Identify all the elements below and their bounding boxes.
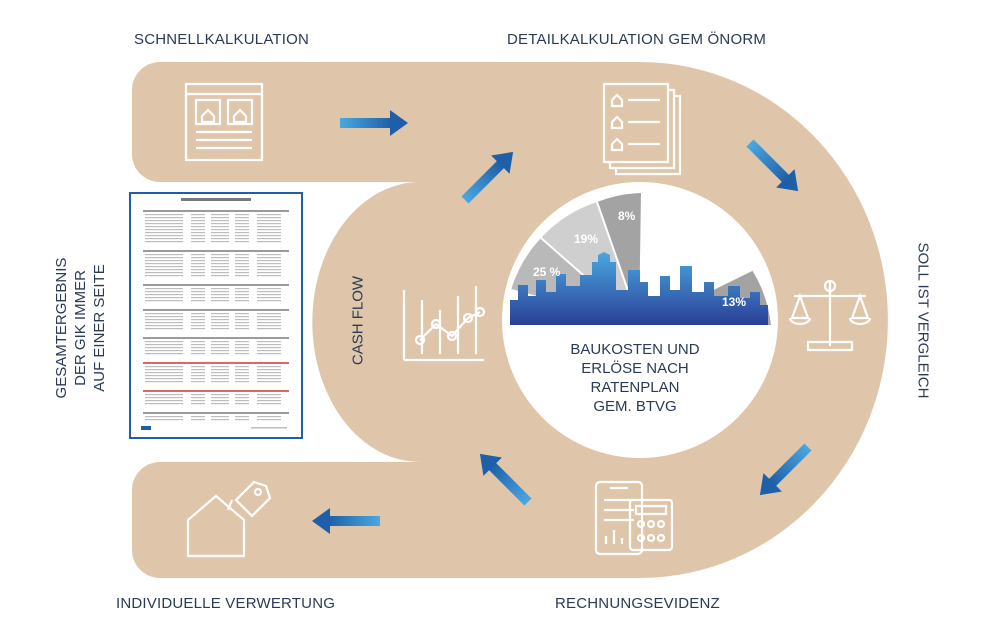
pie-label-25: 25 % [533,265,561,279]
pie-label-35: 35% [682,229,706,243]
arrow-left-bottom [312,508,380,534]
label-detailkalkulation: DETAILKALKULATION GEM ÖNORM [507,31,767,48]
arrow-diag-up-left [479,453,532,506]
invoice-calculator-icon [594,480,674,556]
city-skyline [510,252,768,325]
house-price-tag-icon [186,480,272,558]
calculator-window-icon [184,82,264,162]
arrow-right-top [340,110,408,136]
label-cash-flow: CASH FLOW [349,275,367,366]
balance-scale-icon [788,279,872,352]
gesamt-line-1: GESAMTERGEBNIS [53,257,70,399]
pie-label-19: 19% [574,232,598,246]
gesamt-line-3: AUF EINER SEITE [91,264,108,392]
label-soll-ist: SOLL IST VERGLEICH [914,242,932,399]
cash-flow-chart-icon [402,286,486,362]
checklist-document-icon [602,82,682,176]
arrow-diag-down-right [746,139,799,192]
pie-label-8: 8% [618,209,636,223]
summary-document-thumbnail [129,192,303,439]
gesamt-line-2: DER GIK IMMER [72,270,89,386]
label-gesamtergebnis: GESAMTERGEBNIS DER GIK IMMER AUF EINER S… [52,238,112,418]
center-line-4: GEM. BTVG [593,398,677,415]
pie-label-13: 13% [722,295,746,309]
label-verwertung: INDIVIDUELLE VERWERTUNG [116,595,336,612]
label-rechnungsevidenz: RECHNUNGSEVIDENZ [555,595,720,612]
center-line-2: ERLÖSE NACH [581,360,689,377]
label-schnellkalkulation: SCHNELLKALKULATION [134,31,310,48]
center-caption: BAUKOSTEN UND ERLÖSE NACH RATENPLAN GEM.… [555,340,715,416]
arrow-diag-down-left [759,443,812,496]
center-line-3: RATENPLAN [590,379,680,396]
center-line-1: BAUKOSTEN UND [570,341,700,358]
document-preview [141,198,289,430]
arrow-diag-up-right [461,151,514,204]
